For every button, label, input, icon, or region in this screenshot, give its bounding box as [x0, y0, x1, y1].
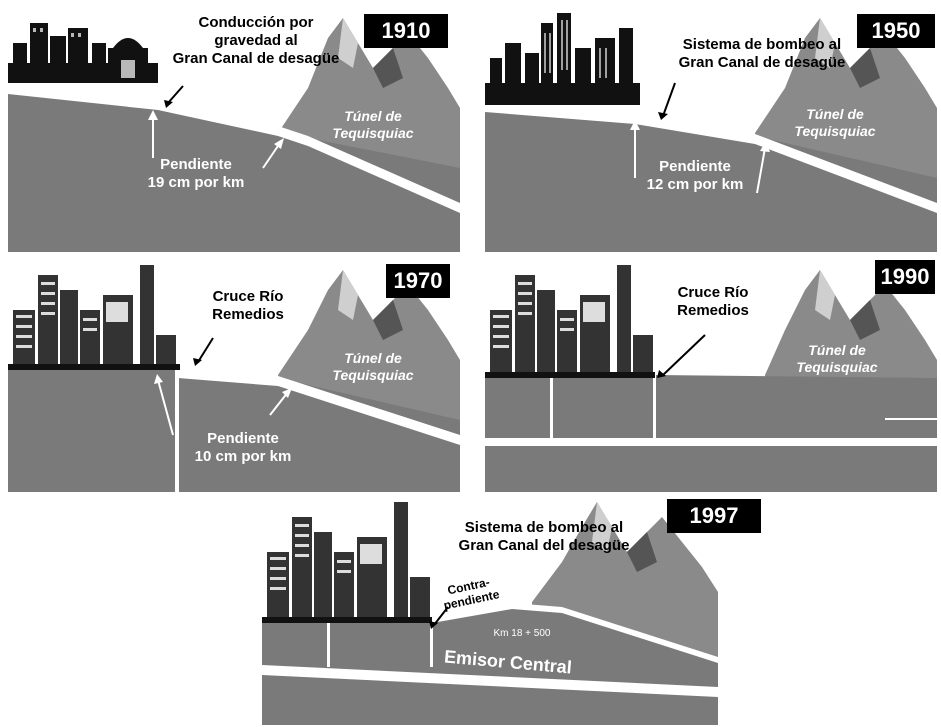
label-slope: Pendiente 10 cm por km [194, 430, 292, 465]
label-slope: Pendiente 19 cm por km [147, 156, 245, 191]
label-river-crossing: Cruce Río Remedios [677, 284, 749, 319]
scene-1990 [485, 265, 937, 492]
scene-1950 [485, 13, 937, 252]
label-tunnel: Túnel de Tequisquiac [332, 350, 414, 383]
scene-1970 [8, 265, 460, 492]
label-km: Km 18 + 500 [493, 628, 551, 639]
label-tunnel: Túnel de Tequisquiac [794, 106, 876, 139]
panel-1950: 1950 Sistema de bombeo al Gran Canal de … [485, 8, 937, 252]
panel-1970: 1970 Cruce Río Remedios Pendiente 10 cm … [8, 260, 460, 492]
year-badge: 1950 [857, 14, 935, 48]
year-badge: 1910 [364, 14, 448, 48]
panel-1990: 1990 Cruce Río Remedios Túnel de Tequisq… [485, 260, 937, 492]
year-badge: 1970 [386, 264, 450, 298]
panel-1997: 1997 Sistema de bombeo al Gran Canal del… [262, 497, 761, 725]
label-pumping: Sistema de bombeo al Gran Canal del desa… [458, 519, 630, 554]
year-badge: 1990 [875, 260, 935, 294]
label-slope: Pendiente 12 cm por km [646, 158, 744, 193]
label-tunnel: Túnel de Tequisquiac [796, 342, 878, 375]
label-tunnel: Túnel de Tequisquiac [332, 108, 414, 141]
panel-1910: 1910 Conducción por gravedad al Gran Can… [8, 8, 460, 252]
label-gravity: Conducción por gravedad al Gran Canal de… [172, 14, 340, 67]
year-badge: 1997 [667, 499, 761, 533]
label-pumping: Sistema de bombeo al Gran Canal de desag… [678, 36, 846, 71]
scene-1910 [8, 18, 460, 252]
label-river-crossing: Cruce Río Remedios [212, 288, 284, 323]
scene-1997 [262, 502, 718, 725]
